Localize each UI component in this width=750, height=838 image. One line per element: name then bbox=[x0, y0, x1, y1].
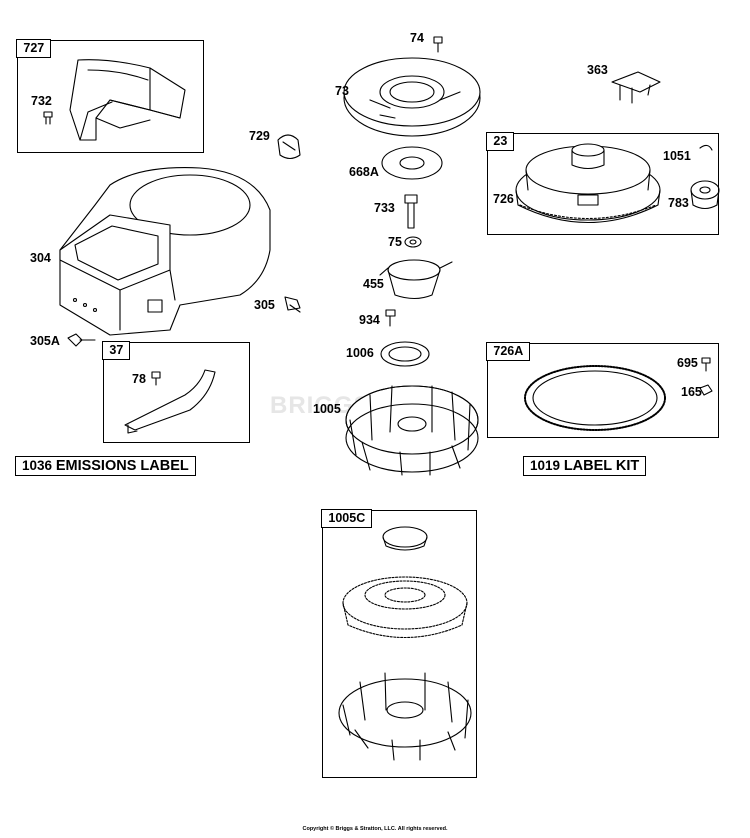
callout-305a: 305A bbox=[30, 334, 60, 348]
bracket-363-part bbox=[611, 71, 661, 104]
label-kit-number: 1019 bbox=[530, 458, 561, 473]
washer-75-part bbox=[404, 236, 422, 248]
ring-1006-part bbox=[380, 341, 430, 367]
callout-783: 783 bbox=[668, 196, 689, 210]
bolt-695-part bbox=[701, 357, 711, 372]
callout-165: 165 bbox=[681, 385, 702, 399]
label-kit-text: LABEL KIT bbox=[563, 458, 640, 474]
callout-668a: 668A bbox=[349, 165, 379, 179]
label-kit: 1019 LABEL KIT bbox=[523, 456, 647, 476]
callout-729: 729 bbox=[249, 129, 270, 143]
emissions-kit-number: 1036 bbox=[22, 458, 53, 473]
rotating-screen-73-part bbox=[343, 57, 481, 137]
callout-1005: 1005 bbox=[313, 402, 341, 416]
group-tag-726a: 726A bbox=[486, 342, 531, 362]
group-tag-23: 23 bbox=[486, 132, 515, 152]
fan-kit-1005c-part bbox=[338, 526, 472, 761]
callout-78: 78 bbox=[132, 372, 146, 386]
screw-732-part bbox=[43, 111, 53, 125]
group-tag-37: 37 bbox=[102, 341, 131, 361]
callout-1051: 1051 bbox=[663, 149, 691, 163]
bolt-305a-part bbox=[67, 333, 96, 347]
callout-363: 363 bbox=[587, 63, 608, 77]
group-tag-727: 727 bbox=[16, 39, 52, 59]
bolt-733-part bbox=[404, 194, 418, 229]
fan-1005-part bbox=[345, 385, 479, 476]
callout-455: 455 bbox=[363, 277, 384, 291]
bolt-78-part bbox=[151, 371, 161, 386]
starter-cup-455-part bbox=[379, 259, 453, 300]
group-box-727: 727 bbox=[16, 39, 204, 153]
callout-75: 75 bbox=[388, 235, 402, 249]
callout-726: 726 bbox=[493, 192, 514, 206]
callout-74: 74 bbox=[410, 31, 424, 45]
callout-304: 304 bbox=[30, 251, 51, 265]
washer-668a-part bbox=[381, 146, 443, 180]
group-box-1005c: 1005C bbox=[321, 509, 477, 778]
bolt-74-part bbox=[433, 36, 443, 53]
flywheel-23-part bbox=[515, 143, 661, 223]
group-box-37: 37 bbox=[102, 341, 250, 443]
callout-305: 305 bbox=[254, 298, 275, 312]
callout-732: 732 bbox=[31, 94, 52, 108]
copyright-notice: Copyright © Briggs & Stratton, LLC. All … bbox=[302, 826, 448, 832]
key-1051-part bbox=[699, 144, 713, 151]
emissions-kit-text: EMISSIONS LABEL bbox=[55, 458, 189, 474]
callout-733: 733 bbox=[374, 201, 395, 215]
air-guide-727-part bbox=[69, 59, 186, 141]
gear-783-part bbox=[690, 180, 720, 210]
bolt-305-part bbox=[284, 296, 301, 313]
group-tag-1005c: 1005C bbox=[321, 509, 373, 529]
callout-695: 695 bbox=[677, 356, 698, 370]
grommet-729-part bbox=[277, 134, 301, 160]
group-box-23: 23 bbox=[486, 132, 719, 235]
callout-934: 934 bbox=[359, 313, 380, 327]
baffle-37-part bbox=[124, 369, 216, 434]
group-box-726a: 726A bbox=[486, 342, 719, 438]
screw-934-part bbox=[385, 309, 396, 327]
nut-165-part bbox=[699, 384, 713, 396]
callout-73: 73 bbox=[335, 84, 349, 98]
emissions-label-kit: 1036 EMISSIONS LABEL bbox=[15, 456, 196, 476]
blower-housing-304-part bbox=[59, 167, 271, 336]
ring-gear-726a-part bbox=[524, 365, 666, 431]
callout-1006: 1006 bbox=[346, 346, 374, 360]
